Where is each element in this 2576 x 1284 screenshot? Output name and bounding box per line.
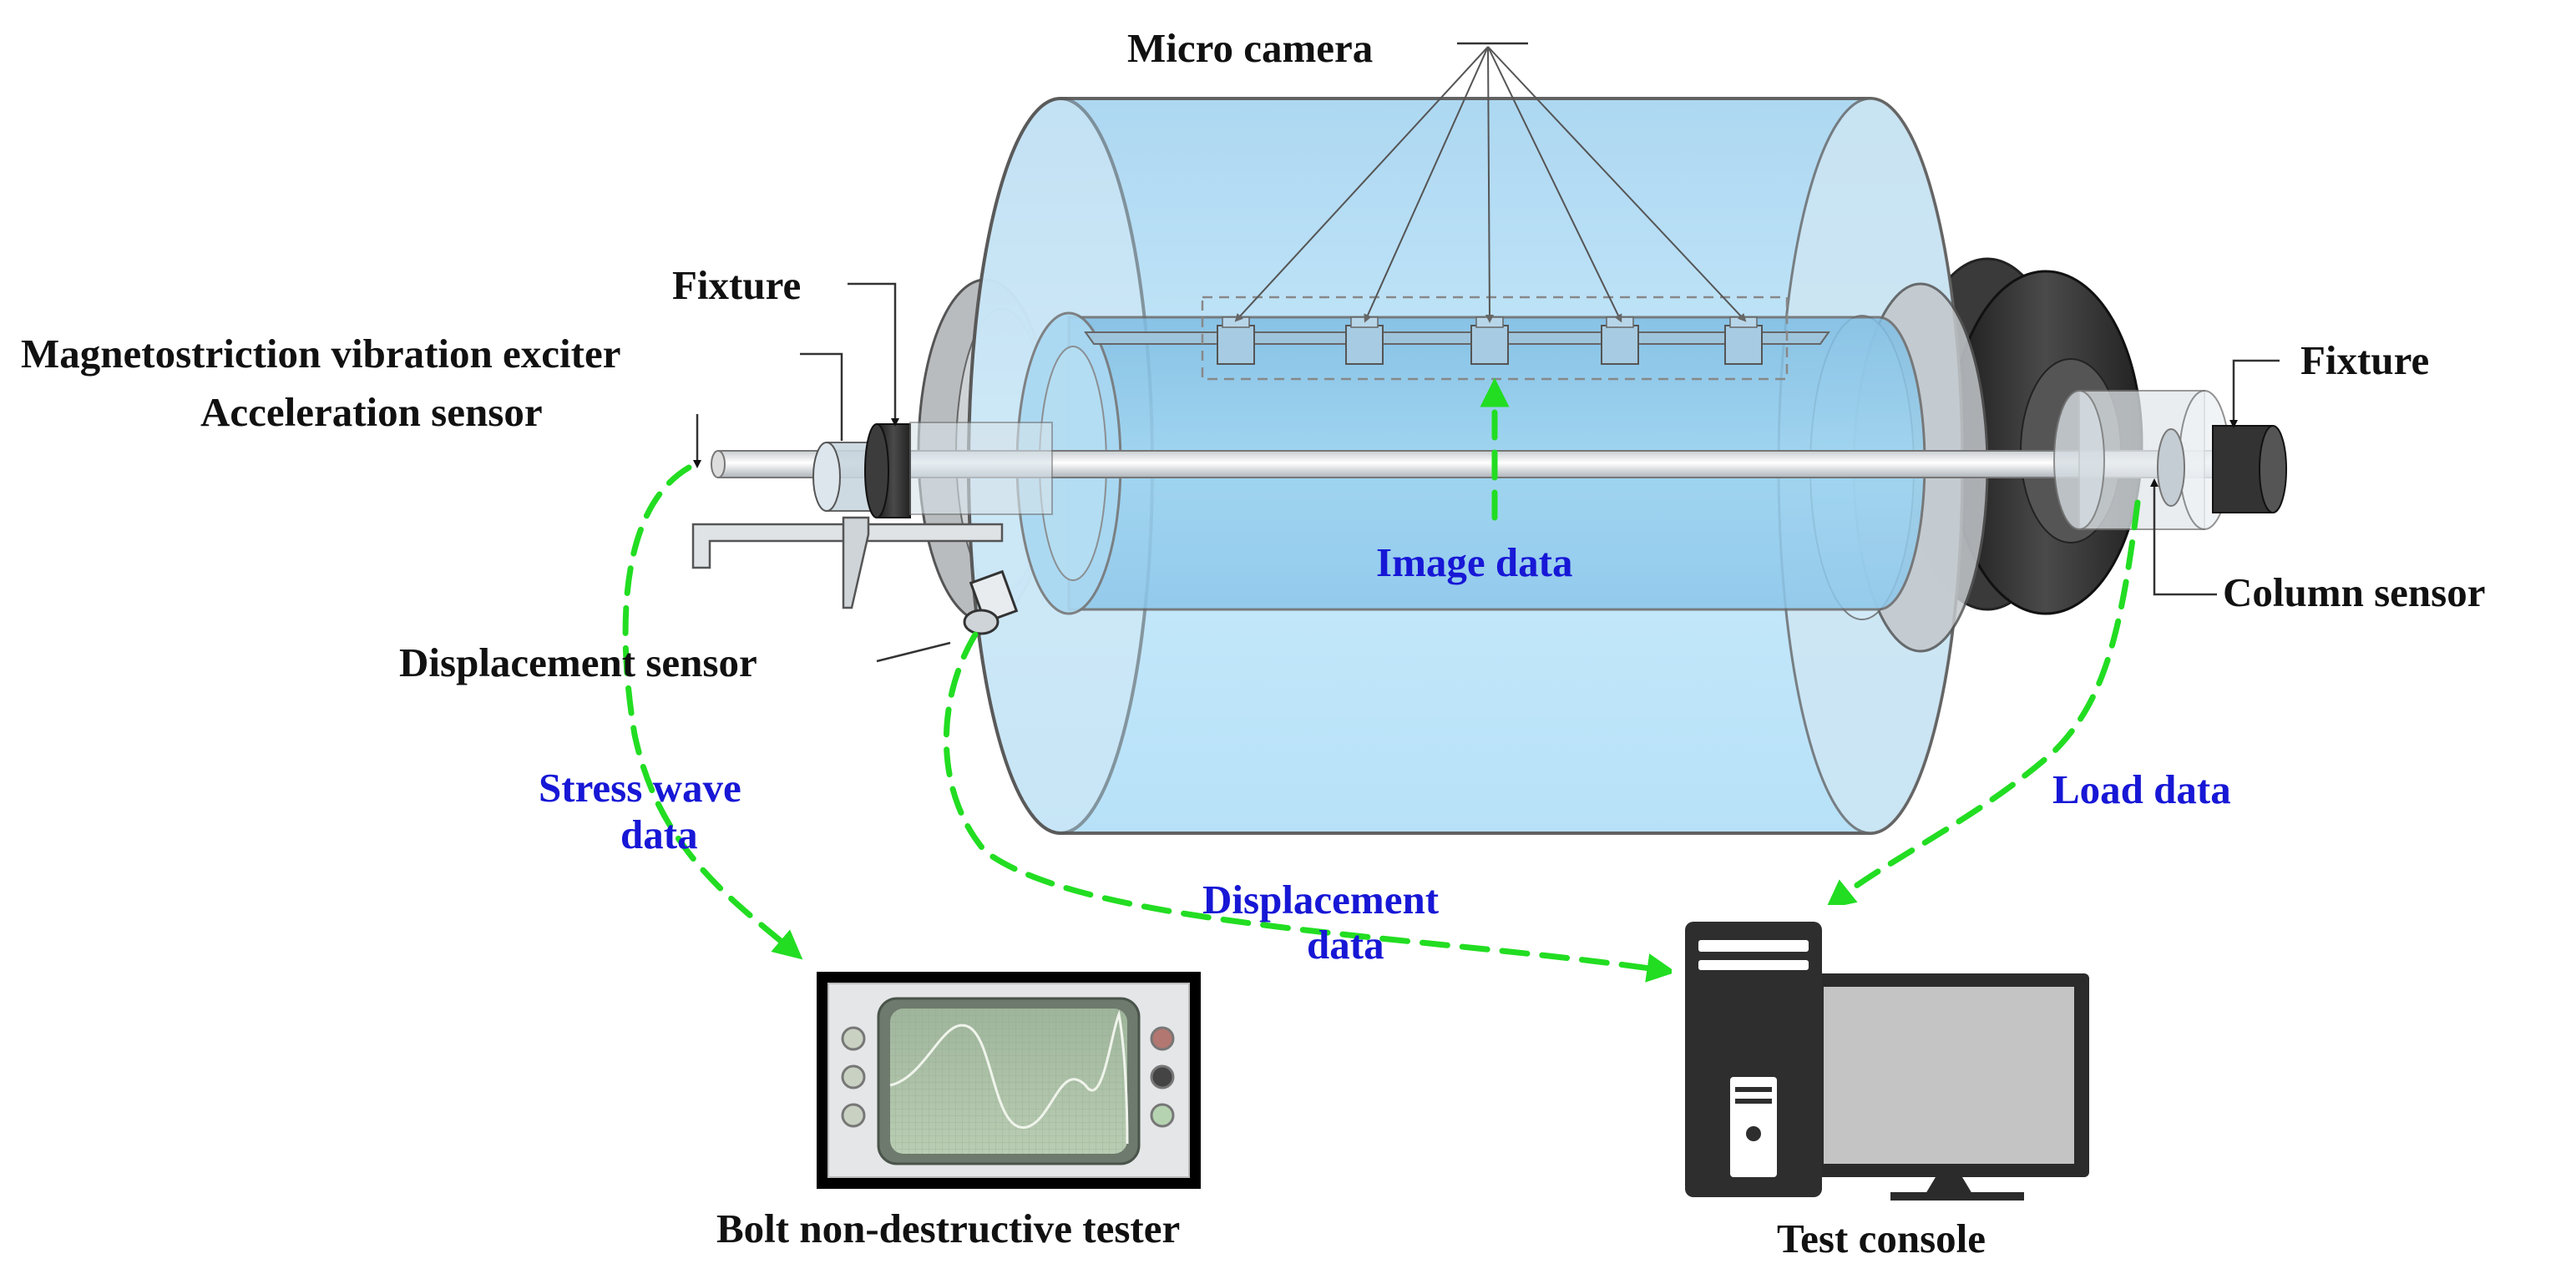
stress-wave-arrow: [622, 464, 803, 960]
tester-knobs-right: [1150, 1026, 1175, 1128]
camera-box-2: [1345, 316, 1384, 365]
data-flows: [622, 377, 2141, 983]
camera-box-1: [1217, 316, 1255, 365]
label-column-sensor: Column sensor: [2223, 569, 2485, 615]
leader-lines: [693, 42, 2280, 663]
flow-displacement-line2: data: [1307, 922, 1384, 968]
camera-box-3: [1470, 316, 1509, 365]
labels: Micro camera Fixture Magnetostriction vi…: [21, 25, 2485, 1261]
tower: [1685, 922, 1822, 1197]
right-fixture-assembly: [2053, 390, 2287, 530]
flow-displacement-line1: Displacement: [1202, 877, 1440, 923]
label-fixture-right: Fixture: [2300, 337, 2429, 383]
tester-knobs-left: [841, 1026, 866, 1128]
label-magnetostriction-exciter: Magnetostriction vibration exciter: [21, 331, 620, 377]
exciter-left-face: [812, 442, 841, 512]
flow-image-data: Image data: [1376, 539, 1572, 585]
fixture-collar-left-face: [864, 423, 889, 518]
guide-bar-2: [842, 516, 870, 609]
oscilloscope-icon: [817, 972, 1201, 1189]
guide-bar-1: [691, 523, 1004, 569]
label-bolt-tester: Bolt non-destructive tester: [716, 1206, 1180, 1251]
fixture-right-face: [2259, 425, 2287, 513]
load-data-arrow: [1825, 499, 2141, 909]
displacement-arrow: [943, 631, 1677, 983]
flow-stress-wave-line1: Stress wave: [539, 765, 741, 811]
flow-stress-wave-line2: data: [620, 811, 698, 857]
label-acceleration-sensor: Acceleration sensor: [200, 389, 543, 435]
displacement-sensor-body: [963, 569, 1019, 635]
rod-left-end: [711, 450, 726, 478]
desktop-computer-icon: [1672, 905, 2096, 1201]
camera-box-4: [1601, 316, 1639, 365]
column-sensor-left-face: [2053, 390, 2105, 530]
label-fixture-left: Fixture: [672, 262, 801, 308]
column-sensor-bore: [2157, 428, 2185, 507]
camera-box-5: [1724, 316, 1763, 365]
flow-load-data: Load data: [2052, 766, 2231, 812]
camera-rail: [1084, 331, 1830, 345]
left-fixture-assembly: [691, 422, 1053, 635]
label-displacement-sensor: Displacement sensor: [399, 639, 757, 685]
chamber: [917, 97, 2143, 835]
label-micro-camera: Micro camera: [1127, 25, 1373, 71]
label-test-console: Test console: [1777, 1216, 1986, 1261]
sleeve-left: [909, 422, 1053, 515]
